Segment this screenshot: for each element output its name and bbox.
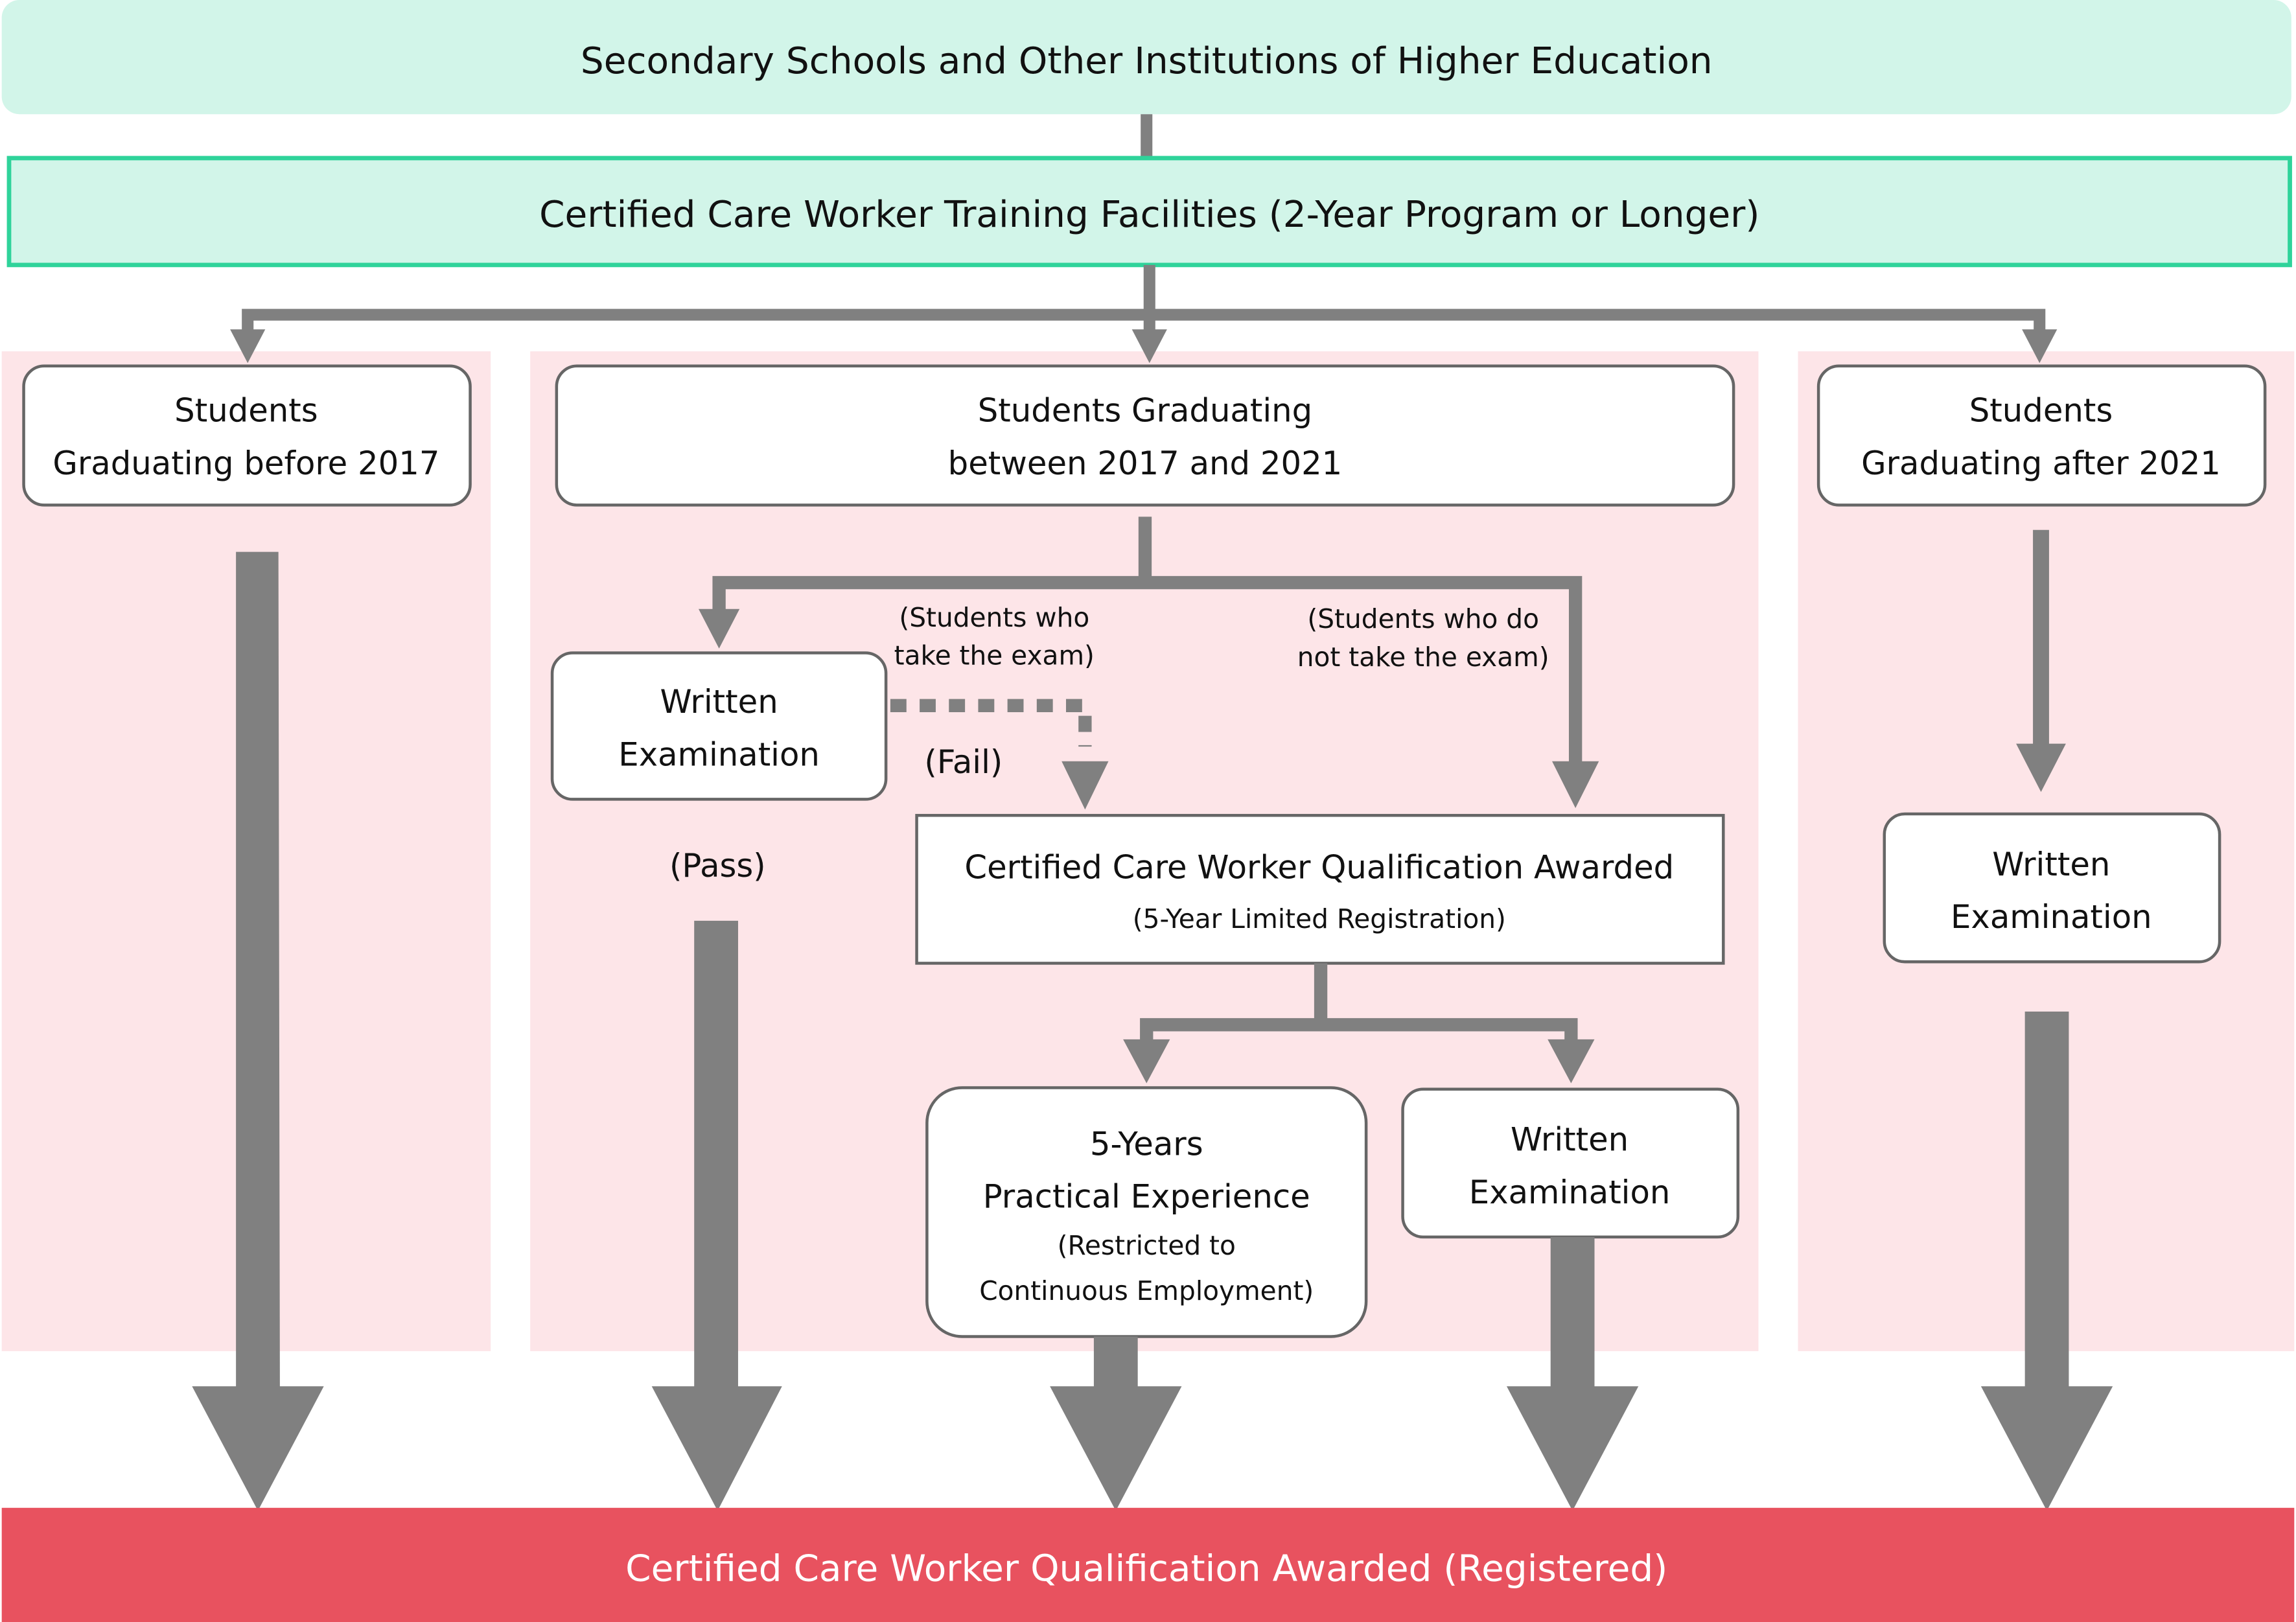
group-after-2021 [1816,364,2267,507]
final-arrows [192,551,2113,1511]
footer-box [1,1507,2295,1622]
distribution-arrows [230,264,2058,364]
limited-registration-box [915,814,1725,965]
group-between-line1: Students Graduating [978,392,1312,430]
footer-title: Certified Care Worker Qualification Awar… [625,1548,1667,1590]
no-exam-line2: not take the exam) [1297,642,1549,673]
group-before-2017 [22,364,472,507]
practical-experience-box [925,1086,1368,1338]
take-exam-line2: take the exam) [894,640,1095,671]
limited-line2: (5-Year Limited Registration) [1133,903,1506,934]
experience-line3: (Restricted to [1058,1230,1236,1261]
experience-line2: Practical Experience [983,1178,1310,1216]
experience-line1: 5-Years [1090,1125,1203,1163]
group-after-line2: Graduating after 2021 [1861,445,2221,482]
pass-label: (Pass) [669,847,766,885]
facilities-title: Certified Care Worker Training Facilitie… [539,194,1759,236]
limited-line1: Certified Care Worker Qualification Awar… [964,848,1674,886]
exam-middle-line2: Examination [618,736,820,773]
limited-branch-arrows [1123,963,1595,1083]
after-branch-arrow [2016,529,2066,793]
written-exam-middle [550,651,888,801]
take-exam-line1: (Students who [899,602,1089,633]
after-exam-line2: Examination [1951,898,2152,936]
facilities-box [6,156,2292,268]
group-before-line1: Students [174,392,318,430]
group-after-line1: Students [1969,392,2113,430]
header-box [1,0,2291,115]
no-exam-line1: (Students who do [1307,603,1539,634]
group-before-line2: Graduating before 2017 [52,445,439,482]
exam2-line1: Written [1511,1121,1629,1159]
group-between-line2: between 2017 and 2021 [948,445,1343,482]
group-2017-2021 [555,364,1735,507]
written-exam-limited [1401,1087,1740,1239]
after-exam-line1: Written [1992,846,2110,883]
exam-middle-line1: Written [660,683,778,721]
header-title: Secondary Schools and Other Institutions… [581,40,1713,82]
written-exam-after [1883,812,2221,964]
middle-branch-arrows [698,516,1599,810]
experience-line4: Continuous Employment) [979,1275,1314,1306]
fail-label: (Fail) [924,743,1003,781]
exam2-line2: Examination [1469,1174,1671,1211]
